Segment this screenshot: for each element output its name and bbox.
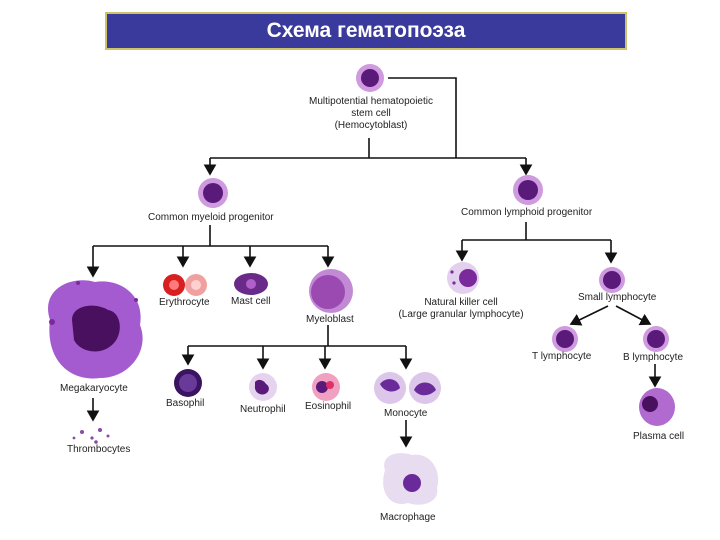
- t-lymphocyte-label: T lymphocyte: [532, 351, 592, 362]
- monocyte-icon: [374, 372, 441, 404]
- myeloblast-icon: [309, 269, 353, 313]
- b-lymphocyte-icon: [643, 326, 669, 352]
- b-lymphocyte-label: B lymphocyte: [623, 352, 684, 363]
- small-lymphocyte-icon: [599, 267, 625, 293]
- megakaryocyte-label: Megakaryocyte: [60, 383, 128, 394]
- stem-cell-label: Multipotential hematopoietic stem cell (…: [296, 96, 446, 132]
- stem-cell-label-line1: Multipotential hematopoietic: [309, 96, 433, 107]
- small-lymphocyte-label: Small lymphocyte: [578, 292, 657, 303]
- macrophage-icon: [383, 453, 439, 505]
- myeloid-progenitor-icon: [198, 178, 228, 208]
- monocyte-label: Monocyte: [384, 408, 428, 419]
- stem-cell-icon: [356, 64, 384, 92]
- basophil-icon: [174, 369, 202, 397]
- erythrocyte-icon: [163, 274, 207, 296]
- plasma-cell-label: Plasma cell: [633, 431, 685, 442]
- thrombocytes-icon: [72, 428, 110, 444]
- lymphoid-progenitor-icon: [513, 175, 543, 205]
- nk-cell-label-line2: (Large granular lymphocyte): [398, 309, 524, 320]
- stem-cell-label-line2: stem cell: [351, 108, 391, 119]
- thrombocytes-label: Thrombocytes: [67, 444, 131, 455]
- neutrophil-label: Neutrophil: [240, 404, 286, 415]
- mast-cell-label: Mast cell: [231, 296, 271, 307]
- lymphoid-progenitor-label: Common lymphoid progenitor: [461, 207, 593, 218]
- stem-cell-label-line3: (Hemocytoblast): [334, 120, 408, 131]
- nk-cell-label: Natural killer cell (Large granular lymp…: [386, 297, 536, 321]
- erythrocyte-label: Erythrocyte: [159, 297, 210, 308]
- eosinophil-icon: [312, 373, 340, 401]
- plasma-cell-icon: [639, 388, 675, 426]
- page-title: Схема гематопоэза: [105, 12, 627, 50]
- nk-cell-label-line1: Natural killer cell: [424, 297, 498, 308]
- basophil-label: Basophil: [166, 398, 205, 409]
- myeloid-progenitor-label: Common myeloid progenitor: [148, 212, 274, 223]
- neutrophil-icon: [249, 373, 277, 401]
- t-lymphocyte-icon: [552, 326, 578, 352]
- macrophage-label: Macrophage: [380, 512, 436, 523]
- megakaryocyte-icon: [48, 280, 143, 379]
- mast-cell-icon: [234, 273, 268, 295]
- eosinophil-label: Eosinophil: [305, 401, 352, 412]
- myeloblast-label: Myeloblast: [306, 314, 354, 325]
- nk-cell-icon: [447, 262, 479, 294]
